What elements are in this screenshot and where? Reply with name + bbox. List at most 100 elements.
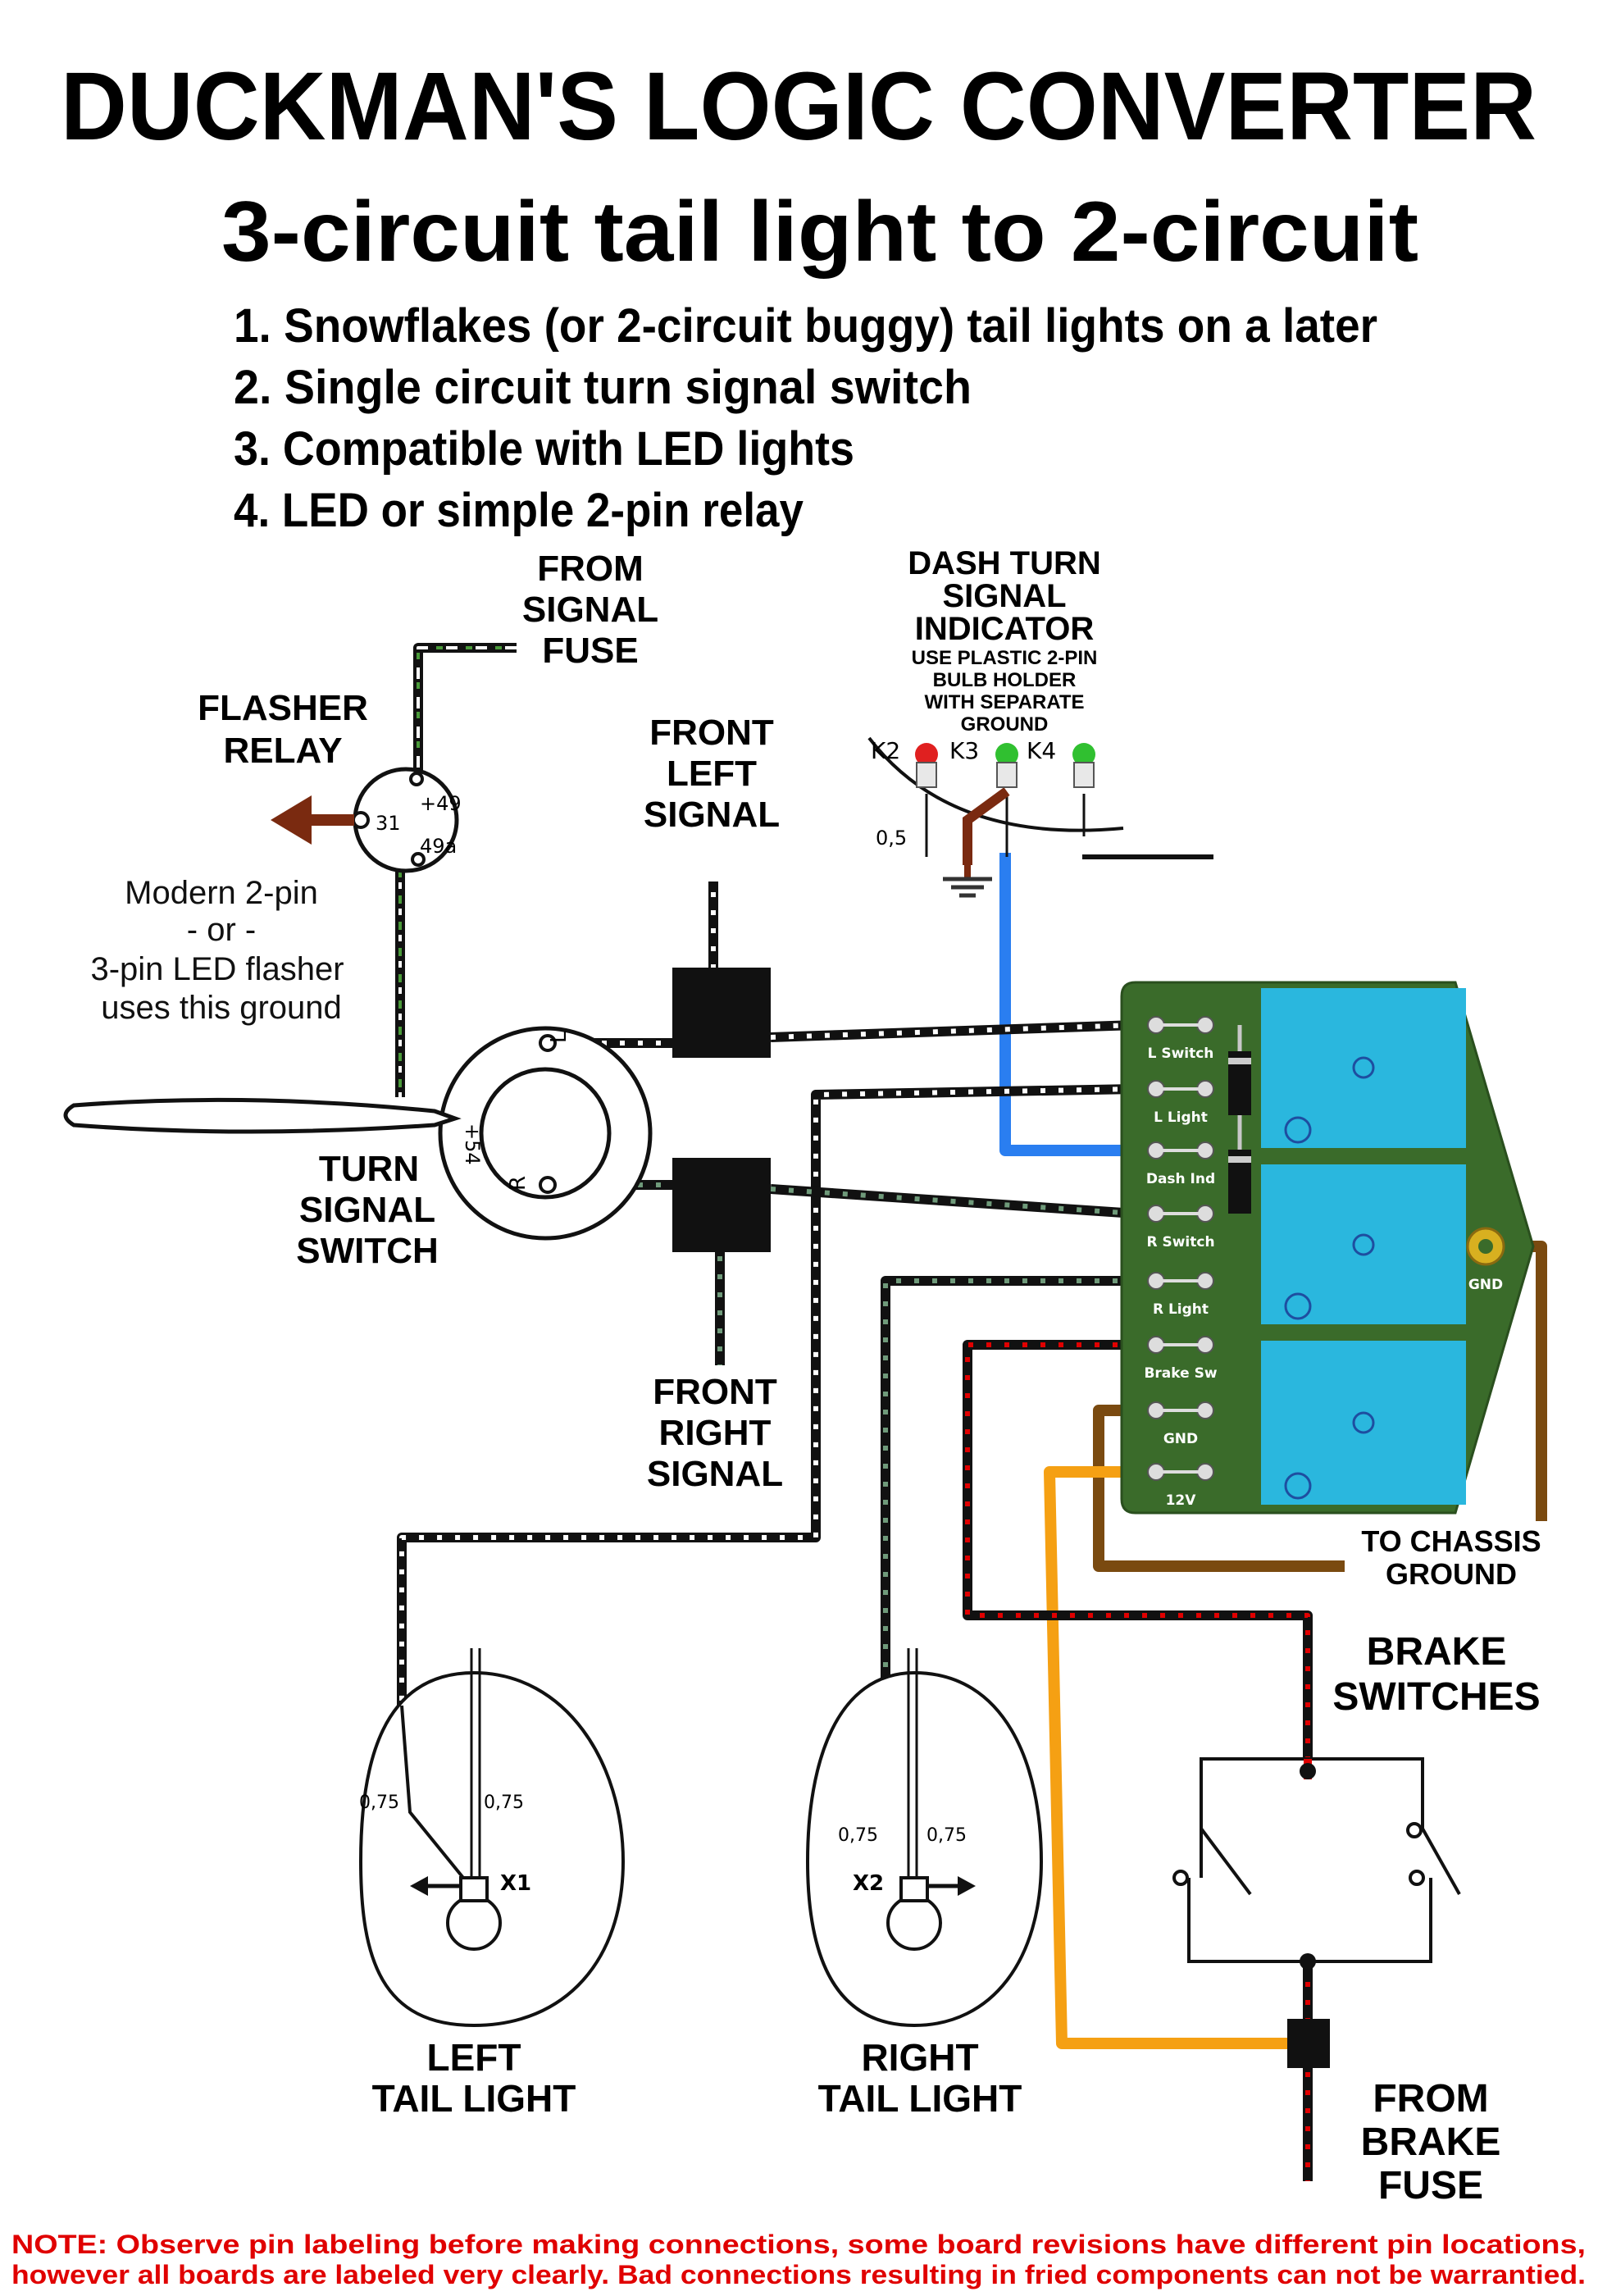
board-pin-dash-ind[interactable]: Dash Ind: [1146, 1141, 1215, 1187]
brake-switches-label: BRAKE SWITCHES: [1332, 1630, 1540, 1719]
svg-text:BRAKE: BRAKE: [1361, 2121, 1501, 2164]
brake-switches: [1172, 1757, 1461, 1963]
svg-text:BULB HOLDER: BULB HOLDER: [933, 669, 1077, 691]
bulb-label: X2: [853, 1871, 884, 1896]
svg-text:- or -: - or -: [187, 912, 256, 948]
wire-gauge-label: 0,5: [876, 827, 907, 850]
relay-icon: [1261, 988, 1466, 1148]
bulb-k4-label: K4: [1027, 737, 1056, 764]
svg-text:SIGNAL: SIGNAL: [942, 578, 1066, 614]
dash-indicator: K2 K3 K4 0,5: [867, 736, 1213, 898]
flasher-relay: +49 31 49a: [352, 767, 462, 873]
svg-text:TAIL LIGHT: TAIL LIGHT: [372, 2077, 576, 2120]
pin-label: L Switch: [1148, 1046, 1214, 1062]
left-tail-light: 0,75 0,75 X1: [358, 1648, 626, 2028]
svg-text:GROUND: GROUND: [961, 713, 1049, 736]
board-pin-l-switch[interactable]: L Switch: [1147, 1016, 1214, 1062]
terminal-31-label: 31: [376, 812, 401, 835]
svg-text:FRONT: FRONT: [649, 713, 774, 753]
svg-text:SIGNAL: SIGNAL: [644, 795, 780, 835]
front-left-signal-label: FRONT LEFT SIGNAL: [644, 713, 780, 835]
svg-text:LEFT: LEFT: [427, 2036, 521, 2079]
wire-gauge-label: 0,75: [484, 1793, 524, 1813]
ground-symbol-icon: [943, 865, 992, 898]
flasher-relay-label: FLASHER RELAY: [198, 688, 368, 771]
pin-label: L Light: [1154, 1109, 1208, 1126]
indicator-bulb-k3-icon: [995, 743, 1018, 788]
svg-text:FLASHER: FLASHER: [198, 688, 368, 728]
board-pin-12v[interactable]: 12V: [1147, 1463, 1214, 1509]
terminal-49-label: +49: [420, 792, 462, 815]
right-tail-light: 0,75 0,75 X2: [805, 1648, 1044, 2028]
front-left-connector: [672, 968, 771, 1058]
svg-text:BRAKE: BRAKE: [1367, 1630, 1507, 1674]
svg-text:3-pin LED flasher: 3-pin LED flasher: [90, 951, 344, 987]
switch-left-terminal-label: L: [547, 1031, 571, 1043]
board-pin-r-switch[interactable]: R Switch: [1146, 1205, 1215, 1250]
feature-item: 1. Snowflakes (or 2-circuit buggy) tail …: [234, 299, 1377, 353]
svg-text:uses this ground: uses this ground: [101, 990, 342, 1026]
page-title: DUCKMAN'S LOGIC CONVERTER: [61, 52, 1537, 161]
warning-note-line: NOTE: Observe pin labeling before making…: [11, 2230, 1586, 2259]
indicator-bulb-k2-icon: [915, 743, 938, 788]
pin-label: R Light: [1153, 1301, 1209, 1318]
svg-text:SIGNAL: SIGNAL: [647, 1454, 783, 1494]
pin-label: 12V: [1166, 1492, 1197, 1509]
relay-icon: [1261, 1164, 1466, 1324]
right-tail-light-label: RIGHT TAIL LIGHT: [818, 2036, 1022, 2120]
svg-text:DASH TURN: DASH TURN: [908, 545, 1101, 581]
turn-signal-switch: L +54 R: [63, 1026, 653, 1241]
terminal-49a-label: 49a: [420, 835, 457, 858]
board-pin-brake-sw[interactable]: Brake Sw: [1144, 1336, 1218, 1382]
dash-indicator-note: USE PLASTIC 2-PIN BULB HOLDER WITH SEPAR…: [912, 647, 1098, 736]
brake-signal-wires: [963, 1340, 1313, 2181]
svg-text:RIGHT: RIGHT: [659, 1413, 772, 1453]
ground-pad-icon: [1466, 1227, 1505, 1266]
board-pin-gnd[interactable]: GND: [1147, 1401, 1214, 1447]
from-signal-fuse-label: FROM SIGNAL FUSE: [522, 549, 658, 671]
wire-gauge-label: 0,75: [838, 1825, 878, 1846]
front-right-connector: [672, 1158, 771, 1252]
bulb-k2-label: K2: [871, 737, 900, 764]
left-tail-light-label: LEFT TAIL LIGHT: [372, 2036, 576, 2120]
svg-text:USE PLASTIC 2-PIN: USE PLASTIC 2-PIN: [912, 647, 1098, 669]
svg-text:RELAY: RELAY: [223, 731, 342, 771]
page-subtitle: 3-circuit tail light to 2-circuit: [221, 184, 1418, 280]
brake-junction-icon: [1300, 1763, 1316, 1779]
feature-item: 3. Compatible with LED lights: [234, 422, 854, 476]
svg-text:TAIL LIGHT: TAIL LIGHT: [818, 2077, 1022, 2120]
svg-text:SIGNAL: SIGNAL: [522, 590, 658, 630]
board-pin-r-light[interactable]: R Light: [1147, 1272, 1214, 1318]
signal-fuse-wire: [413, 643, 517, 772]
wire-gauge-label: 0,75: [359, 1793, 399, 1813]
pin-label: GND: [1163, 1431, 1198, 1447]
feature-item: 2. Single circuit turn signal switch: [234, 361, 972, 414]
brake-junction-icon: [1300, 1953, 1316, 1970]
svg-text:SIGNAL: SIGNAL: [299, 1190, 435, 1230]
ground-arrow-icon: [271, 795, 354, 845]
svg-text:FROM: FROM: [1373, 2077, 1488, 2121]
flasher-note: Modern 2-pin - or - 3-pin LED flasher us…: [90, 875, 344, 1026]
svg-text:SWITCH: SWITCH: [296, 1231, 439, 1271]
svg-text:FRONT: FRONT: [653, 1372, 777, 1412]
feature-item: 4. LED or simple 2-pin relay: [234, 484, 804, 537]
board-pin-l-light[interactable]: L Light: [1147, 1080, 1214, 1126]
bulb-k3-label: K3: [949, 737, 979, 764]
svg-text:FROM: FROM: [537, 549, 644, 589]
diode-icon: [1228, 1025, 1251, 1214]
power-12v-wire: [1044, 1466, 1287, 2049]
svg-text:FUSE: FUSE: [542, 631, 638, 671]
svg-text:FUSE: FUSE: [1378, 2164, 1483, 2207]
svg-text:TO CHASSIS: TO CHASSIS: [1361, 1524, 1541, 1558]
bulb-icon: [446, 1876, 502, 1951]
brake-fuse-label: FROM BRAKE FUSE: [1361, 2077, 1501, 2207]
svg-text:GROUND: GROUND: [1386, 1557, 1517, 1591]
indicator-bulb-k4-icon: [1072, 743, 1095, 788]
svg-text:INDICATOR: INDICATOR: [915, 611, 1095, 647]
svg-text:Modern 2-pin: Modern 2-pin: [125, 875, 318, 911]
bulb-label: X1: [500, 1871, 531, 1896]
front-right-signal-label: FRONT RIGHT SIGNAL: [647, 1372, 783, 1494]
svg-text:TURN: TURN: [319, 1149, 419, 1189]
svg-text:LEFT: LEFT: [667, 754, 757, 794]
